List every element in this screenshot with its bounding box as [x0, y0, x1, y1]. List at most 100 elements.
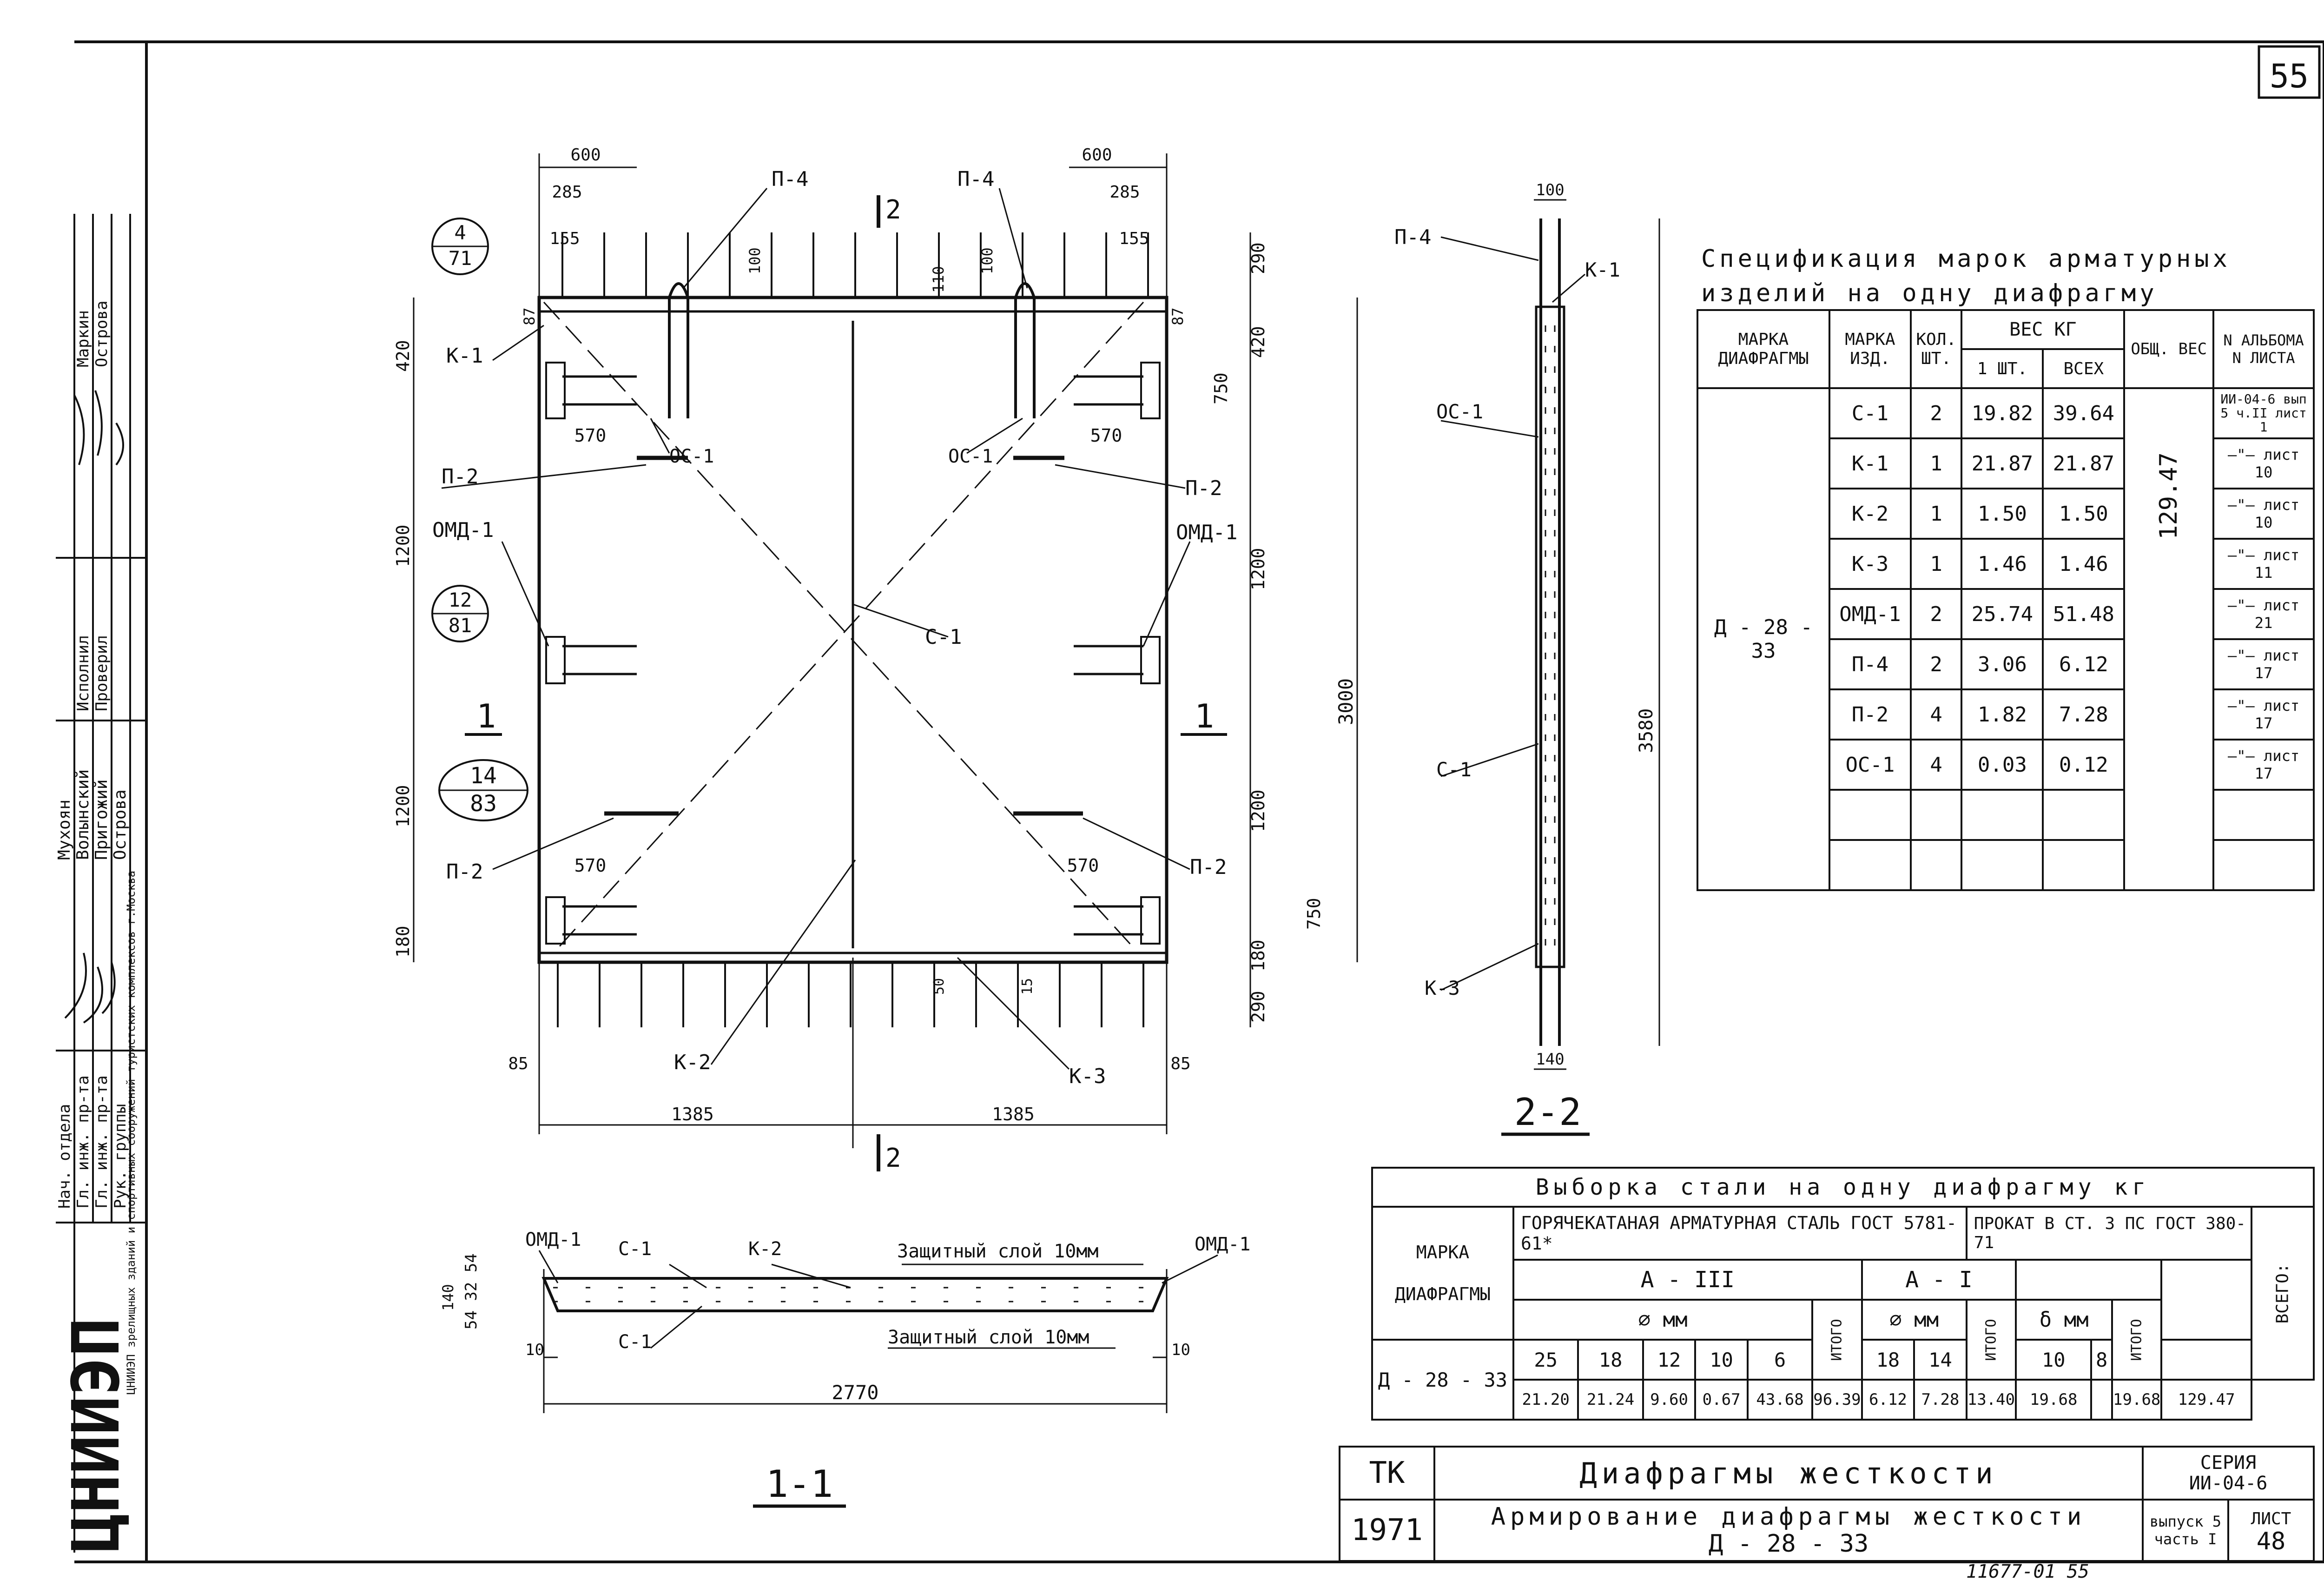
steel-a1-d1: 14: [1913, 1339, 1967, 1381]
title-sub-cell: Армирование диафрагмы жесткости Д - 28 -…: [1433, 1499, 2144, 1562]
dim-top-2: 155: [549, 229, 580, 248]
spec-total-cell: 129.47: [2123, 387, 2215, 891]
elev-label-k2: К-2: [674, 1051, 711, 1074]
spec-r6-mark: П-2: [1828, 688, 1912, 741]
spec-h-mark: МАРКА ДИАФРАГМЫ: [1697, 309, 1830, 389]
elev-label-k3: К-3: [1069, 1065, 1106, 1088]
elev-label-p2-br: П-2: [1190, 855, 1227, 879]
steel-group-hot: ГОРЯЧЕКАТАНАЯ АРМАТУРНАЯ СТАЛЬ ГОСТ 5781…: [1512, 1206, 1967, 1261]
dim-left-0: 420: [393, 340, 413, 372]
dim-top-6: 100: [746, 247, 764, 274]
spec-r6-album: —"— лист 17: [2212, 688, 2315, 741]
steel-grand-label-cell: ВСЕГО:: [2250, 1206, 2315, 1381]
dim-top-1: 285: [552, 183, 582, 202]
title-issue: выпуск 5 часть I: [2142, 1499, 2229, 1562]
stamp-role-2: Гл. инж. пр-та: [74, 1075, 92, 1209]
spec-empty-cell: [2212, 789, 2315, 841]
dim-bottom-0: 85: [508, 1054, 528, 1073]
stamp-role-5: Исполнил: [74, 635, 92, 711]
spec-h-w1: 1 ШТ.: [1961, 348, 2044, 389]
steel-a1-total-label: ИТОГО: [1983, 1318, 2000, 1361]
elev-label-p4-left: П-4: [772, 167, 808, 191]
steel-a3-v0: 21.20: [1512, 1379, 1579, 1421]
spec-r0-album: ИИ-04-6 вып 5 ч.II лист 1: [2212, 387, 2315, 439]
dim-inner-1: 570: [1090, 425, 1122, 446]
dim-bottom-2: 1385: [992, 1104, 1035, 1124]
dim-top-8: 100: [978, 247, 996, 274]
dim-top-9: 87: [521, 307, 538, 325]
spec-h-item: МАРКА ИЗД.: [1828, 309, 1912, 389]
steel-a3-d4: 6: [1746, 1339, 1814, 1381]
spec-r0-mark: С-1: [1828, 387, 1912, 439]
spec-r4-mark: ОМД-1: [1828, 588, 1912, 640]
callout-3-top: 14: [470, 763, 497, 789]
stamp-name-5: Маркин: [74, 310, 92, 367]
steel-a3-d3: 10: [1694, 1339, 1749, 1381]
dim-top-4: 285: [1109, 183, 1140, 202]
elevation-view: [413, 153, 1358, 1171]
stamp-org-name: ЦНИИЭП зрелищных зданий и спортивных соо…: [125, 871, 138, 1395]
sec22-label-os1: ОС-1: [1436, 400, 1483, 423]
spec-r4-qty: 2: [1909, 588, 1963, 640]
elev-label-c1: С-1: [925, 625, 962, 649]
sheet-frame: [74, 40, 2324, 1563]
title-mark: Д - 28 - 33: [1708, 1530, 1869, 1558]
dim-bottom-3: 85: [1170, 1054, 1190, 1073]
cut-1-left: 1: [476, 697, 496, 735]
sec22-label-c1: С-1: [1436, 758, 1472, 781]
stamp-name-1: Мухоян: [55, 800, 74, 860]
steel-a1-total-label-cell: ИТОГО: [1965, 1299, 2017, 1381]
signature-marks: [73, 390, 124, 466]
sec11-dim-layers: 54 32 54: [462, 1253, 481, 1329]
title-year: 1971: [1339, 1499, 1435, 1562]
dim-top-10: 87: [1169, 307, 1187, 325]
spec-empty-cell: [1961, 839, 2044, 891]
dim-left-1: 1200: [393, 524, 413, 567]
title-block: ТК Диафрагмы жесткости СЕРИЯ ИИ-04-6 197…: [1339, 1446, 2315, 1562]
elev-label-omd1-left: ОМД-1: [432, 518, 494, 542]
stamp-role-6: Проверил: [92, 635, 111, 711]
title-sheet-label: ЛИСТ: [2251, 1509, 2291, 1528]
steel-a1-total: 13.40: [1965, 1379, 2017, 1421]
steel-a3-total-label-cell: ИТОГО: [1811, 1299, 1863, 1381]
callout-1-top: 4: [454, 221, 466, 244]
spec-r6-wall: 7.28: [2042, 688, 2126, 741]
dim-right-3: 1200: [1248, 548, 1268, 590]
steel-a3-total-label: ИТОГО: [1829, 1318, 1845, 1361]
spec-table-title: Спецификация марок арматурных изделий на…: [1701, 245, 2231, 307]
title-main: Диафрагмы жесткости: [1433, 1446, 2144, 1501]
elev-label-k1: К-1: [446, 344, 483, 368]
archive-number: 11677-01 55: [1966, 1561, 2089, 1582]
spec-r6-qty: 4: [1909, 688, 1963, 741]
steel-a3-v2: 9.60: [1642, 1379, 1697, 1421]
spec-r2-w1: 1.50: [1961, 488, 2044, 540]
dim-bottom-5: 15: [1019, 978, 1036, 995]
sec22-dim-height: 3580: [1636, 708, 1657, 753]
stamp-role-4: Рук. группы: [111, 1104, 130, 1209]
dim-inner-0: 570: [574, 425, 607, 446]
sec22-dim-bottom: 140: [1536, 1050, 1564, 1069]
dim-inner-2: 570: [574, 855, 607, 876]
steel-plate-total-label-cell: ИТОГО: [2111, 1299, 2163, 1381]
steel-plate-total: 19.68: [2111, 1379, 2163, 1421]
steel-table: Выборка стали на одну диафрагму кг МАРКА…: [1371, 1167, 2315, 1421]
callout-1-bottom: 71: [449, 247, 472, 270]
dim-left-3: 180: [393, 926, 413, 958]
sec11-label-omd1-right: ОМД-1: [1195, 1234, 1250, 1255]
spec-r1-w1: 21.87: [1961, 437, 2044, 489]
spec-r5-album: —"— лист 17: [2212, 638, 2315, 690]
sec11-dim-length: 2770: [832, 1381, 878, 1404]
spec-r1-mark: К-1: [1828, 437, 1912, 489]
steel-title: Выборка стали на одну диафрагму кг: [1371, 1167, 2315, 1208]
spec-r3-album: —"— лист 11: [2212, 538, 2315, 590]
sec22-title: 2-2: [1514, 1091, 1582, 1134]
steel-a1-d0: 18: [1861, 1339, 1915, 1381]
spec-h-total: ОБЩ. ВЕС: [2123, 309, 2215, 389]
cut-1-right: 1: [1195, 697, 1214, 735]
spec-empty-cell: [1909, 789, 1963, 841]
sec11-label-c1-bottom: С-1: [618, 1331, 652, 1353]
spec-empty-cell: [1909, 839, 1963, 891]
spec-empty-cell: [2042, 789, 2126, 841]
spec-h-album: N АЛЬБОМА N ЛИСТА: [2212, 309, 2315, 389]
spec-r0-w1: 19.82: [1961, 387, 2044, 439]
